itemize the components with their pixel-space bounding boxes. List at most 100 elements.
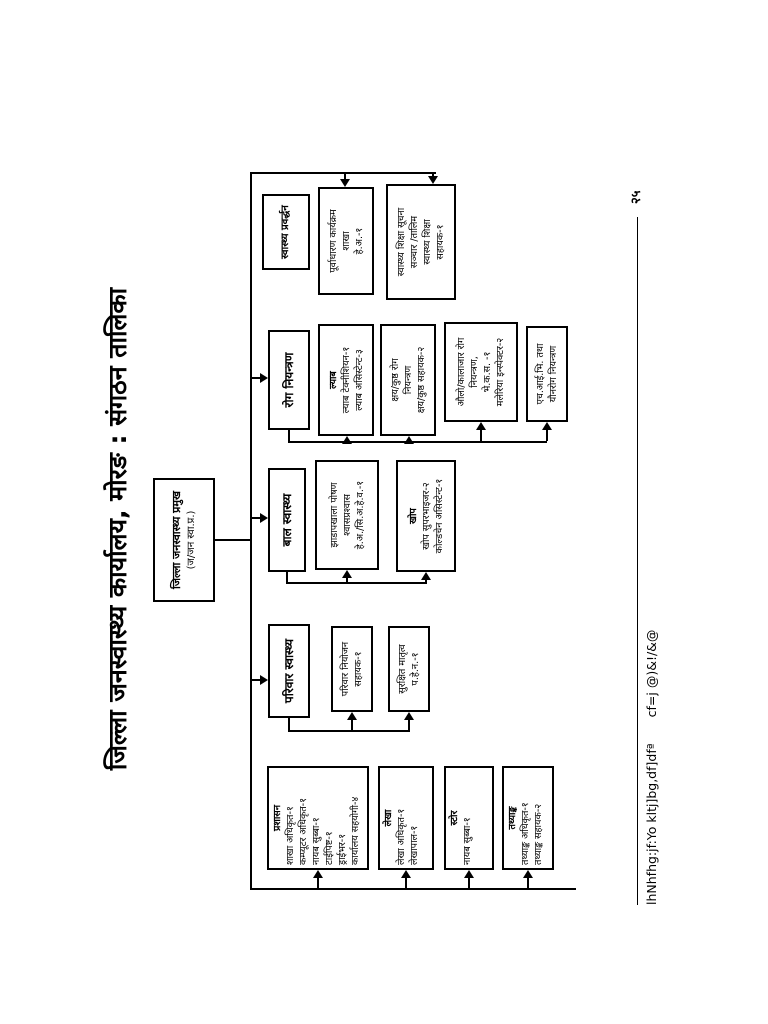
connector-line <box>252 679 260 681</box>
node-line: स्वास्थ्य शिक्षा <box>422 219 433 265</box>
node-line: परिवार नियोजन <box>340 641 351 697</box>
node-title: तथ्याङ्क <box>507 806 518 830</box>
node-title: स्टोर <box>449 810 460 826</box>
node-line: ल्याब टेक्नीशियन-१ <box>340 346 352 414</box>
node-diarrhoea-nutrition: झाडापखाला पोषण श्वासप्रश्वास हे.अ./सि.अ.… <box>315 460 379 570</box>
connector-line <box>405 878 407 888</box>
node-hiv-std: एच.आई.भि. तथा यौनरोग नियन्त्रण <box>526 326 568 422</box>
connector-line <box>527 878 529 888</box>
connector-line <box>288 730 410 732</box>
node-line: नायब सुब्बा-१ <box>311 817 322 865</box>
arrow-left-icon <box>340 179 350 187</box>
connector-line <box>480 429 482 441</box>
node-line: सहायक-१ <box>353 651 364 687</box>
page-title: जिल्ला जनस्वास्थ्य कार्यालय, मोरङ : संगठ… <box>103 287 132 771</box>
page-number: २५ <box>629 190 644 204</box>
node-title: रोग नियन्त्रण <box>282 352 296 408</box>
node-line: ल्याब असिस्टेन्ट-३ <box>353 349 365 411</box>
connector-main-bus <box>250 172 252 890</box>
node-line: क्षय/कुष्ठ सहायक-२ <box>415 346 427 414</box>
node-administration: प्रशासन शाखा अधिकृत-१ कम्प्यूटर अधिकृत-१… <box>267 766 369 870</box>
arrow-right-icon <box>401 870 411 878</box>
node-line: कार्यालय सहयोगी-४ <box>350 796 361 865</box>
node-title: प्रशासन <box>272 804 283 832</box>
node-disease-control: रोग नियन्त्रण <box>268 330 310 430</box>
node-line: ड्राईभर-१ <box>337 833 348 865</box>
node-line: कोल्डचेन असिस्टेन्ट-१ <box>433 478 445 554</box>
node-line: औलो/कालाजार रोग <box>456 337 467 407</box>
node-accounts: लेखा लेखा अधिकृत-१ लेखापाल-१ <box>378 766 434 870</box>
node-line: (ज/जन स्वा.प्र.) <box>186 510 197 570</box>
arrow-right-icon <box>347 712 357 720</box>
arrow-right-icon <box>404 712 414 720</box>
node-line: सञ्चार /तालिम <box>409 215 420 269</box>
node-title: परिवार स्वास्थ्य <box>282 638 296 704</box>
connector-left-bend <box>250 888 576 890</box>
node-health-education: स्वास्थ्य शिक्षा सूचना सञ्चार /तालिम स्व… <box>386 184 456 300</box>
node-line: प.हे.न.-१ <box>410 652 421 686</box>
node-line: श्वासप्रश्वास <box>341 494 353 536</box>
node-line: सुरक्षित मातृत्व <box>397 644 408 694</box>
node-family-planning: परिवार नियोजन सहायक-१ <box>331 626 373 712</box>
node-line: एच.आई.भि. तथा <box>535 343 546 405</box>
node-title: लेखा <box>383 809 394 827</box>
connector-trunk <box>215 539 251 541</box>
node-line: शाखा <box>340 231 352 251</box>
node-line: नियन्त्रण <box>402 365 414 395</box>
node-line: स्वास्थ्य शिक्षा सूचना <box>396 207 407 277</box>
node-child-health: बाल स्वास्थ्य <box>268 468 306 572</box>
node-line: कम्प्यूटर अधिकृत-१ <box>298 797 309 865</box>
arrow-right-icon <box>476 422 486 430</box>
footer-fiscal-year: cf=j @)&!/&@ <box>644 629 659 718</box>
node-health-promotion: स्वास्थ्य प्रवर्द्धन <box>262 194 310 270</box>
node-lab: ल्याब ल्याब टेक्नीशियन-१ ल्याब असिस्टेन्… <box>318 324 374 436</box>
node-root-chief: जिल्ला जनस्वास्थ्य प्रमुख (ज/जन स्वा.प्र… <box>153 478 215 602</box>
arrow-down-icon <box>260 513 268 523</box>
connector-line <box>408 720 410 730</box>
node-line: जिल्ला जनस्वास्थ्य प्रमुख <box>170 491 183 589</box>
arrow-right-icon <box>542 422 552 430</box>
node-malaria-kalaazar: औलो/कालाजार रोग नियन्त्रण, भे.क.स. -१ मल… <box>444 322 518 422</box>
connector-line <box>351 720 353 730</box>
node-program-branch: पूर्वाधारण कार्यक्रम शाखा हे.अ.-१ <box>318 187 374 295</box>
node-line: टाईपिष्ट-१ <box>324 831 335 865</box>
node-line: क्षय/कुष्ठ रोग <box>389 358 401 402</box>
connector-line <box>546 429 548 441</box>
connector-line <box>286 582 427 584</box>
arrow-right-icon <box>464 870 474 878</box>
node-line: नायब सुब्बा-१ <box>462 817 473 865</box>
node-line: लेखा अधिकृत-१ <box>396 808 407 865</box>
node-line: लेखापाल-१ <box>409 825 420 865</box>
node-line: तथ्याङ्क अधिकृत-१ <box>520 802 531 865</box>
footer-report-name: lhNhfhg:jf:Yo kltj]bg,df]dfª <box>644 743 659 905</box>
node-line: सहायक-१ <box>435 224 446 260</box>
node-line: हे.अ.-१ <box>353 227 365 255</box>
connector-line <box>317 878 319 888</box>
node-title: स्वास्थ्य प्रवर्द्धन <box>280 205 291 259</box>
node-line: यौनरोग नियन्त्रण <box>548 345 559 403</box>
node-line: भे.क.स. -१ <box>482 351 493 393</box>
node-line: खोप सुपरभाइजर-२ <box>420 482 432 550</box>
node-line: पूर्वाधारण कार्यक्रम <box>327 209 339 273</box>
arrow-right-icon <box>523 870 533 878</box>
arrow-down-icon <box>260 675 268 685</box>
connector-line <box>468 878 470 888</box>
footer-rule <box>637 217 638 905</box>
node-store: स्टोर नायब सुब्बा-१ <box>444 766 494 870</box>
node-safe-motherhood: सुरक्षित मातृत्व प.हे.न.-१ <box>388 626 430 712</box>
node-family-health: परिवार स्वास्थ्य <box>268 624 310 718</box>
arrow-left-icon <box>428 176 438 184</box>
node-tb-leprosy: क्षय/कुष्ठ रोग नियन्त्रण क्षय/कुष्ठ सहाय… <box>380 324 436 436</box>
arrow-right-icon <box>404 436 414 444</box>
footer-text: lhNhfhg:jf:Yo kltj]bg,df]dfª cf=j @)&!/&@ <box>644 630 659 905</box>
arrow-right-icon <box>342 436 352 444</box>
node-line: मलेरिया इन्स्पेक्टर-२ <box>495 337 506 407</box>
connector-line <box>252 517 260 519</box>
connector-line <box>288 441 547 443</box>
arrow-right-icon <box>342 570 352 578</box>
connector-right-bend <box>250 172 436 174</box>
arrow-right-icon <box>421 572 431 580</box>
node-line: झाडापखाला पोषण <box>328 482 340 548</box>
node-line: हे.अ./सि.अ.हे.व.-१ <box>354 480 366 550</box>
